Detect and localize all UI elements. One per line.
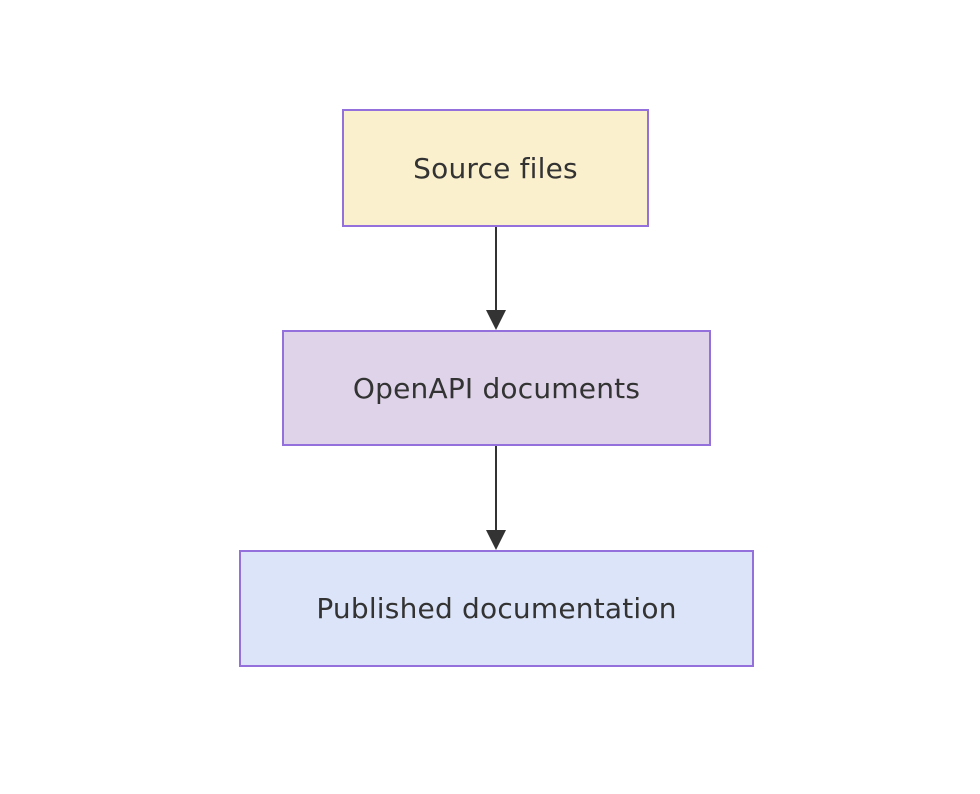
arrowhead-down-icon xyxy=(486,530,506,550)
edge-openapi-to-published xyxy=(486,446,506,550)
node-openapi-documents-label: OpenAPI documents xyxy=(352,371,641,405)
node-openapi-documents: OpenAPI documents xyxy=(282,330,711,446)
arrowhead-down-icon xyxy=(486,310,506,330)
node-published-documentation: Published documentation xyxy=(239,550,754,667)
node-source-files: Source files xyxy=(342,109,649,227)
edge-source-to-openapi xyxy=(486,227,506,330)
node-source-files-label: Source files xyxy=(413,151,578,185)
node-published-documentation-label: Published documentation xyxy=(316,592,677,625)
